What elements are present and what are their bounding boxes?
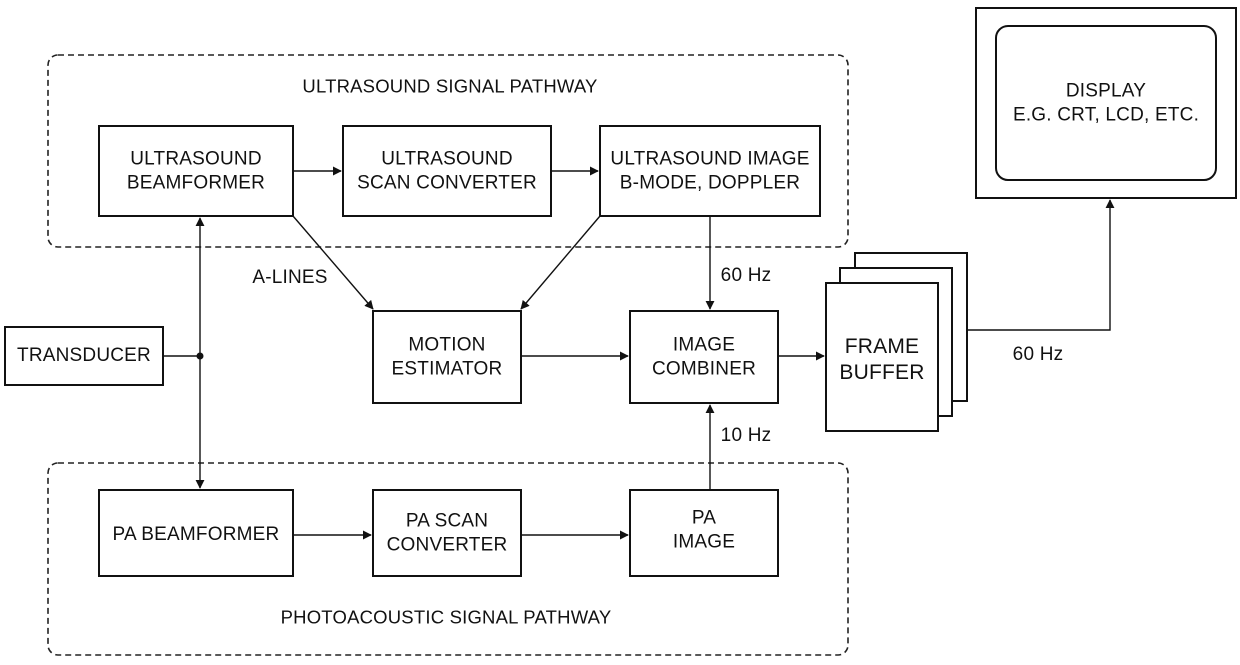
- ultrasound-pathway-title: ULTRASOUND SIGNAL PATHWAY: [302, 74, 597, 97]
- pa-scan-converter-label: PA SCANCONVERTER: [387, 509, 508, 557]
- arrow-us-image-to-motion-estimator: [521, 216, 600, 309]
- ultrasound-beamformer-label: ULTRASOUNDBEAMFORMER: [127, 147, 265, 195]
- frame-buffer-label: FRAMEBUFFER: [839, 334, 924, 387]
- arrow-beamformer-to-motion-estimator: [293, 216, 373, 309]
- pa-rate-annotation: 10 Hz: [721, 424, 772, 448]
- ultrasound-rate-annotation: 60 Hz: [721, 264, 772, 288]
- motion-estimator-label: MOTIONESTIMATOR: [392, 333, 503, 381]
- display-label: DISPLAYE.G. CRT, LCD, ETC.: [1013, 79, 1199, 127]
- photoacoustic-pathway-title: PHOTOACOUSTIC SIGNAL PATHWAY: [281, 605, 612, 628]
- transducer-label: TRANSDUCER: [17, 344, 151, 368]
- image-combiner-label: IMAGECOMBINER: [652, 333, 756, 381]
- ultrasound-scan-converter-label: ULTRASOUNDSCAN CONVERTER: [357, 147, 537, 195]
- arrow-frame-buffer-to-display: [967, 200, 1110, 330]
- pa-image-label: PAIMAGE: [673, 506, 735, 554]
- a-lines-annotation: A-LINES: [252, 266, 327, 290]
- pa-beamformer-label: PA BEAMFORMER: [113, 523, 280, 547]
- ultrasound-image-label: ULTRASOUND IMAGEB-MODE, DOPPLER: [610, 147, 809, 195]
- display-rate-annotation: 60 Hz: [1013, 343, 1064, 367]
